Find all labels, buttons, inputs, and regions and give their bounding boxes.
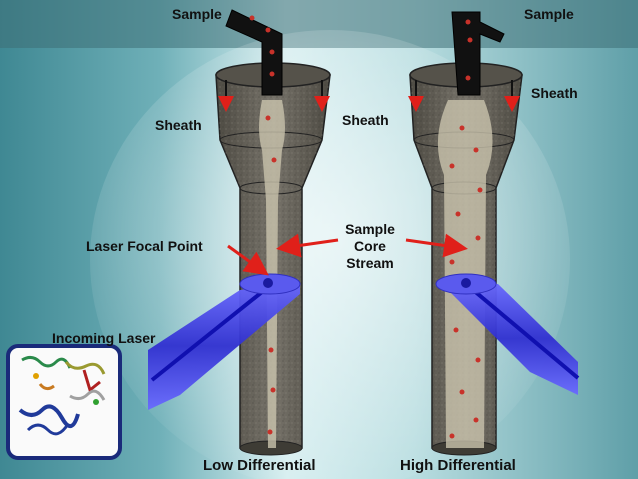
laser-beam-right bbox=[435, 273, 580, 395]
laser-focal-spot-left bbox=[263, 278, 273, 288]
label-core-line1: Sample bbox=[345, 221, 395, 237]
protein-structure-icon bbox=[6, 344, 122, 460]
label-laser-focal-point: Laser Focal Point bbox=[86, 238, 203, 254]
label-sheath-middle: Sheath bbox=[342, 112, 389, 128]
label-sample-left: Sample bbox=[172, 6, 222, 22]
label-incoming-laser: Incoming Laser bbox=[52, 330, 156, 346]
laser-beam-left bbox=[148, 273, 301, 410]
label-sample-core-stream: Sample Core Stream bbox=[338, 221, 402, 272]
label-core-line2: Core bbox=[354, 238, 386, 254]
red-pointer-arrows bbox=[227, 233, 468, 276]
label-low-differential: Low Differential bbox=[203, 457, 316, 474]
label-sheath-right: Sheath bbox=[531, 85, 578, 101]
flow-cell-low-differential bbox=[215, 9, 331, 456]
sample-tube-right bbox=[451, 11, 505, 96]
laser-focal-spot-right bbox=[461, 278, 471, 288]
label-core-line3: Stream bbox=[346, 255, 394, 271]
label-sheath-left: Sheath bbox=[155, 117, 202, 133]
label-high-differential: High Differential bbox=[400, 457, 516, 474]
label-sample-right: Sample bbox=[524, 6, 574, 22]
particles-left bbox=[249, 15, 277, 435]
